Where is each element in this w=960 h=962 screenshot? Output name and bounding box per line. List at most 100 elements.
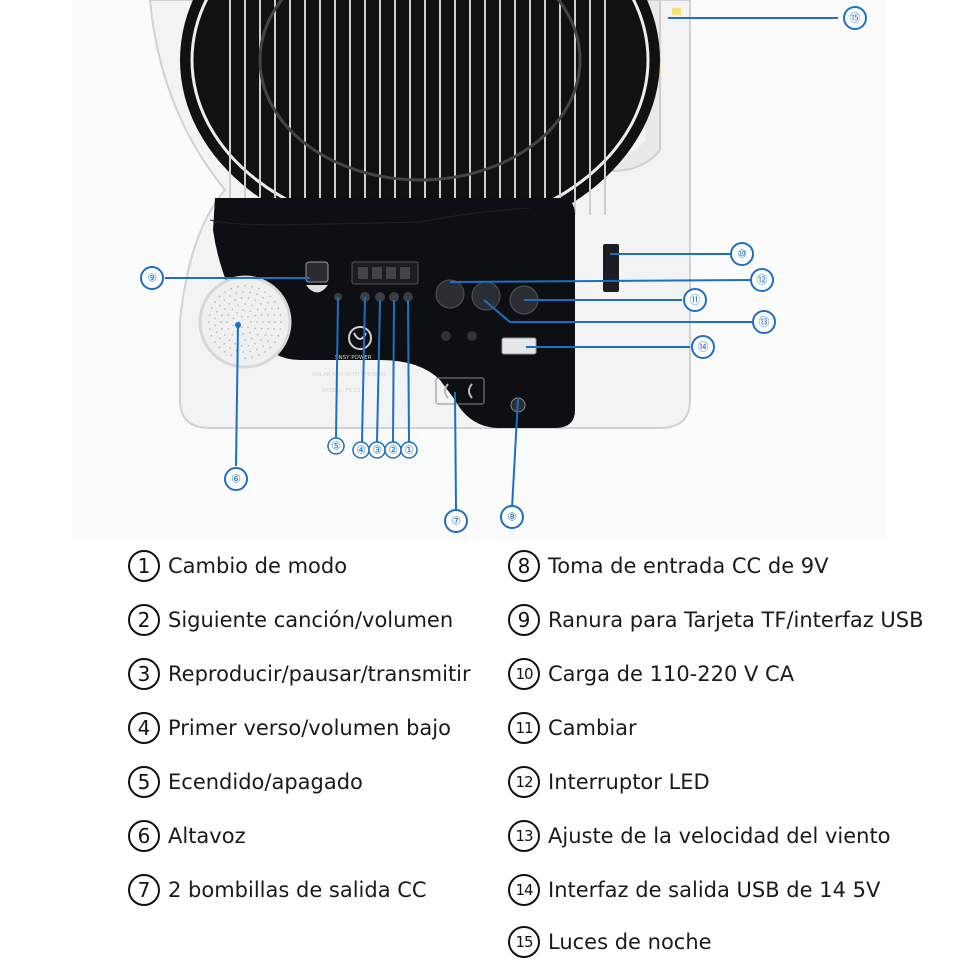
speaker-hole [223,334,226,336]
speaker-hole [229,295,231,297]
svg-text:⑪: ⑪ [690,294,701,307]
speaker-hole [256,293,258,296]
tf-usb-slot [305,261,329,283]
callout-11: ⑪ [683,288,707,312]
brand-name: SNSY POWER [335,355,372,361]
legend-number: 13 [508,820,540,852]
speaker-hole [236,312,239,314]
legend-item-3: 3 Reproducir/pausar/transmitir [128,654,471,694]
speaker-hole [260,328,263,330]
button-next [389,292,399,302]
speaker-hole [210,307,213,310]
svg-text:⑨: ⑨ [147,272,157,285]
speaker-hole [251,356,253,359]
svg-text:⑭: ⑭ [698,341,709,354]
speaker-hole [264,291,266,293]
callouts: ⑮ ⑨ ⑩ ⑫ ⑪ ⑬ ⑭ ⑤ ④ ③ ② ① ⑥ ⑦ ⑧ [140,6,867,533]
speaker-hole [269,295,272,298]
speaker-hole [214,324,217,327]
legend-item-11: 11 Cambiar [508,708,637,748]
speaker-hole [229,347,231,349]
callout-10: ⑩ [730,242,754,266]
speaker-hole [244,357,246,359]
speaker-hole [208,321,210,323]
speaker-hole [234,342,236,345]
svg-text:①: ① [404,444,414,457]
speaker-hole [235,292,238,295]
speaker-hole [237,285,239,288]
callout-3: ③ [368,441,386,459]
legend-text: Primer verso/volumen bajo [168,716,451,740]
speaker-hole [256,333,259,336]
brand-logo [348,326,372,350]
speaker-hole [215,310,218,313]
speaker-hole [230,354,233,357]
speaker-hole [256,348,258,351]
charge-indicator [441,331,451,341]
legend-text: Altavoz [168,824,246,848]
legend-item-12: 12 Interruptor LED [508,762,710,802]
speaker-hole [279,314,282,316]
speaker-hole [247,315,249,318]
callout-7: ⑦ [444,509,468,533]
legend-text: Ranura para Tarjeta TF/interfaz USB [548,608,924,632]
speaker-hole [230,287,233,290]
callout-9: ⑨ [140,266,164,290]
speaker-hole [251,337,253,340]
legend-number: 14 [508,874,540,906]
speaker-hole [251,304,253,307]
speaker-hole [249,291,252,294]
speaker-hole [270,307,273,310]
speaker-hole [257,354,260,357]
speaker-hole [242,351,245,353]
speaker-hole [259,303,262,305]
speaker-hole [254,314,256,317]
legend-number: 5 [128,766,160,798]
legend-item-10: 10 Carga de 110-220 V CA [508,654,794,694]
night-light-led [672,8,681,15]
callout-1: ① [400,441,418,459]
callout-14: ⑭ [691,335,715,359]
legend-text: Carga de 110-220 V CA [548,662,795,686]
speaker-hole [240,297,243,300]
legend-item-5: 5 Ecendido/apagado [128,762,363,802]
legend-item-13: 13 Ajuste de la velocidad del viento [508,816,891,856]
legend-text: 2 bombillas de salida CC [168,878,427,902]
legend-text: Toma de entrada CC de 9V [548,554,829,578]
legend-number: 4 [128,712,160,744]
svg-text:⑫: ⑫ [757,274,768,287]
dc-bulb-outputs [435,377,485,405]
speaker-hole [247,326,249,329]
speaker-hole [254,327,256,330]
legend-item-2: 2 Siguiente canción/volumen [128,600,453,640]
speaker-hole [244,285,246,287]
speaker-hole [228,339,231,341]
speaker-hole [215,331,218,334]
speaker-hole [224,351,226,353]
speaker-hole [267,340,269,343]
svg-text:③: ③ [372,444,382,457]
speaker-hole [214,301,217,303]
legend-text: Reproducir/pausar/transmitir [168,662,471,686]
speaker-hole [242,309,245,311]
legend-item-9: 9 Ranura para Tarjeta TF/interfaz USB [508,600,924,640]
speaker-hole [219,304,221,307]
speaker-hole [227,328,230,330]
legend-number: 2 [128,604,160,636]
speaker-hole [269,346,272,349]
speaker-hole [262,321,264,323]
speaker-hole [256,321,258,323]
legend-number: 11 [508,712,540,744]
speaker-hole [214,317,217,320]
speaker-hole [241,315,243,318]
legend-item-1: 1 Cambio de modo [128,546,347,586]
speaker-hole [256,308,259,311]
legend-number: 6 [128,820,160,852]
svg-text:⑧: ⑧ [507,511,517,524]
speaker-hole [264,351,266,353]
led-switch-knob [435,279,465,309]
speaker-hole [260,314,263,316]
speaker-hole [223,308,226,310]
speaker-hole [221,327,223,330]
speaker-hole [259,339,262,341]
